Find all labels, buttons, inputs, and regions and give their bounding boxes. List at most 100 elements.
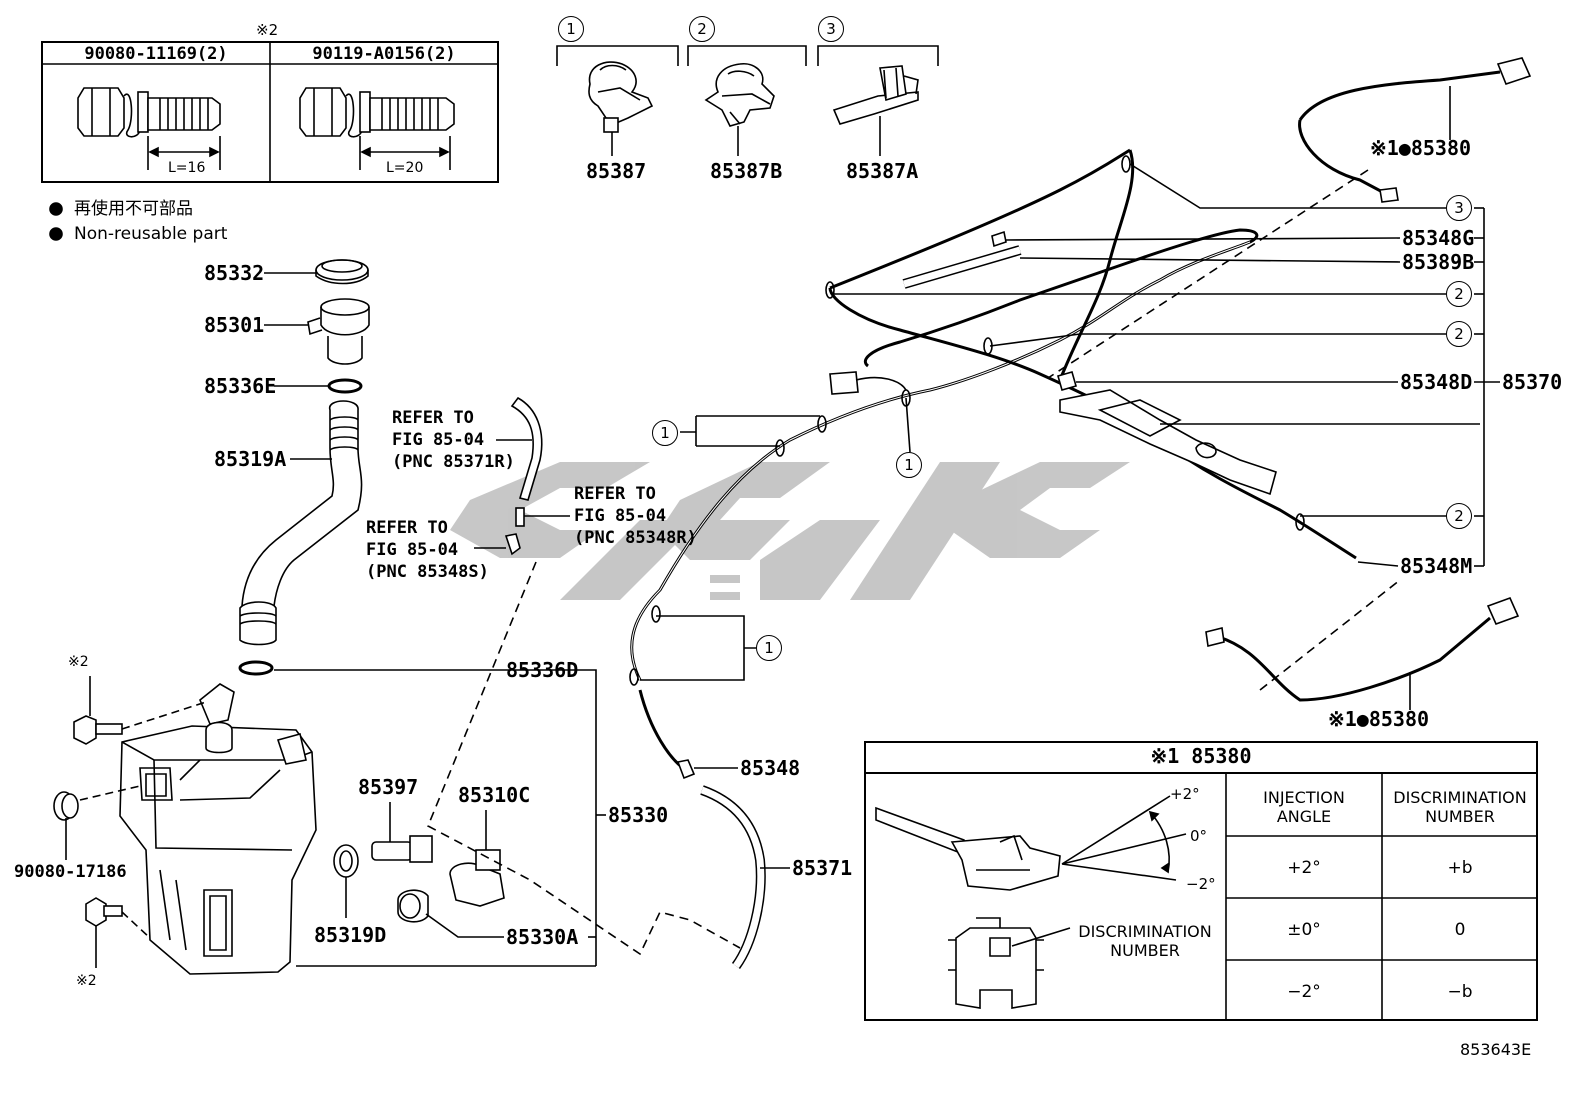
part-85310C[interactable]: 85310C <box>458 783 531 807</box>
clip-85387-drawing <box>588 61 654 156</box>
bolt-upper-drawing <box>73 676 207 745</box>
leader-85330-bracket <box>504 669 597 966</box>
filler-hose-85319A <box>239 400 363 646</box>
part-85348[interactable]: 85348 <box>740 756 801 780</box>
table-mark-2: ※2 <box>256 21 279 39</box>
right-leaders <box>832 163 1500 567</box>
legend-en: Non-reusable part <box>74 224 228 244</box>
nozzle-detail-drawing <box>875 795 1187 1009</box>
part-85348M[interactable]: 85348M <box>1400 554 1473 578</box>
length-label-16: L=16 <box>168 160 206 176</box>
washer-tank-85330 <box>119 683 596 975</box>
part-85319A[interactable]: 85319A <box>214 447 287 471</box>
callout-2-c: 2 <box>1446 503 1472 529</box>
col-header-injection-2: ANGLE <box>1276 807 1332 826</box>
detail-box-title: ※1 85380 <box>1150 744 1252 768</box>
clip-number-1: 1 <box>558 16 584 42</box>
clip-number-2: 2 <box>689 16 715 42</box>
row-number-zero: 0 <box>1454 920 1466 940</box>
washer-motor-85310C <box>449 810 505 907</box>
table-header-90119-A0156: 90119-A0156(2) <box>312 44 456 64</box>
part-85389B[interactable]: 85389B <box>1402 250 1475 274</box>
clip-brackets <box>556 45 939 66</box>
bolt-lower-drawing <box>85 897 151 968</box>
clip-number-3: 3 <box>818 16 844 42</box>
filler-cap-85332 <box>264 259 369 285</box>
angle-plus-label: +2° <box>1170 785 1200 803</box>
grommet-85330A <box>397 889 504 938</box>
bolt-90080-11169-drawing <box>77 87 221 170</box>
part-85397[interactable]: 85397 <box>358 775 419 799</box>
part-85319D[interactable]: 85319D <box>314 923 387 947</box>
joint-85348G <box>991 230 1007 248</box>
part-85332[interactable]: 85332 <box>204 261 265 285</box>
part-85371[interactable]: 85371 <box>792 856 853 880</box>
refer-85371R-line1: REFER TO <box>392 408 474 428</box>
hose-85371-drawing <box>700 785 790 969</box>
non-reusable-dot-icon <box>49 227 63 241</box>
callout-1-a: 1 <box>652 420 678 446</box>
part-85336D[interactable]: 85336D <box>506 658 579 682</box>
refer-85348S-line1: REFER TO <box>366 518 448 538</box>
part-85380-top[interactable]: ※1●85380 <box>1370 136 1472 160</box>
watermark-logo <box>450 462 1130 600</box>
disc-label-line2: NUMBER <box>1110 941 1180 960</box>
refer-85348R-line1: REFER TO <box>574 484 656 504</box>
col-header-injection-1: INJECTION <box>1263 788 1345 807</box>
part-90080-17186[interactable]: 90080-17186 <box>14 862 127 882</box>
refer-85371R-line2: FIG 85-04 <box>392 430 485 450</box>
gasket-85336D <box>238 660 504 676</box>
callout-3: 3 <box>1446 195 1472 221</box>
refer-85348S-line3[interactable]: (PNC 85348S) <box>366 562 489 582</box>
detail-box-85380 <box>864 741 1538 1021</box>
fastener-table-frame <box>41 41 499 183</box>
callout-1-c: 1 <box>756 635 782 661</box>
part-85301[interactable]: 85301 <box>204 313 265 337</box>
refer-85348R-line3[interactable]: (PNC 85348R) <box>574 528 697 548</box>
joint-85348R <box>515 507 570 527</box>
length-label-20: L=20 <box>386 160 424 176</box>
level-sensor-85397 <box>371 802 433 863</box>
hose-segment-85371R <box>496 396 543 501</box>
angle-zero-label: 0° <box>1190 827 1208 845</box>
angle-minus-label: −2° <box>1186 875 1216 893</box>
dashed-route-tank-hose <box>426 561 741 956</box>
bolt-90119-A0156-drawing <box>299 87 455 170</box>
part-85387A[interactable]: 85387A <box>846 159 919 183</box>
clip-85387B-drawing <box>704 62 775 156</box>
part-85336E[interactable]: 85336E <box>204 374 277 398</box>
refer-85348S-line2: FIG 85-04 <box>366 540 459 560</box>
gasket-85336E <box>274 378 363 394</box>
clip-85387A-drawing <box>832 65 919 156</box>
row-angle-zero: ±0° <box>1287 920 1321 940</box>
mark-2-upper: ※2 <box>68 654 89 670</box>
joint-85348 <box>676 759 738 780</box>
part-85387[interactable]: 85387 <box>586 159 647 183</box>
non-reusable-dot-icon <box>49 202 63 216</box>
grommet-85319D <box>333 844 359 918</box>
part-85348G[interactable]: 85348G <box>1402 226 1475 250</box>
refer-85371R-line3[interactable]: (PNC 85371R) <box>392 452 515 472</box>
col-header-discrimination-2: NUMBER <box>1425 807 1495 826</box>
part-85370[interactable]: 85370 <box>1502 370 1563 394</box>
callout-1-brackets <box>640 397 911 681</box>
part-85330[interactable]: 85330 <box>608 803 669 827</box>
part-85348D[interactable]: 85348D <box>1400 370 1473 394</box>
nozzle-85380-top-drawing <box>1047 57 1532 379</box>
grommet-90080-17186-drawing <box>53 785 141 860</box>
part-85330A[interactable]: 85330A <box>506 925 579 949</box>
callout-2-b: 2 <box>1446 321 1472 347</box>
row-angle-minus: −2° <box>1287 982 1321 1002</box>
bracket-85348D-drawing <box>1057 371 1277 496</box>
row-number-minus: −b <box>1447 982 1473 1002</box>
part-85387B[interactable]: 85387B <box>710 159 783 183</box>
legend-jp: 再使用不可部品 <box>74 199 193 219</box>
diagram-id: 853643E <box>1460 1040 1532 1059</box>
disc-label-line1: DISCRIMINATION <box>1078 922 1212 941</box>
row-number-plus: +b <box>1447 858 1473 878</box>
row-angle-plus: +2° <box>1287 858 1321 878</box>
col-header-discrimination-1: DISCRIMINATION <box>1393 788 1527 807</box>
part-85380-bottom[interactable]: ※1●85380 <box>1328 707 1430 731</box>
mark-2-lower: ※2 <box>76 973 97 989</box>
